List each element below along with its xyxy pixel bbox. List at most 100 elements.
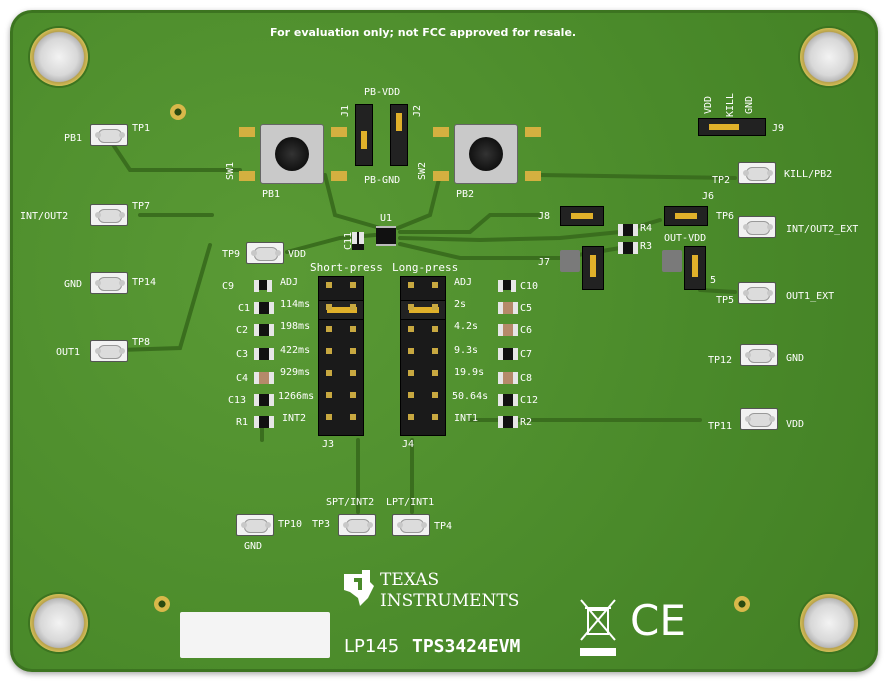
test-point-tp14[interactable] [90, 272, 128, 294]
tp1-label: TP1 [132, 123, 151, 134]
lp-row4-time: 19.9s [454, 367, 485, 378]
fiducial-bottom-left [154, 596, 170, 612]
sp-row5-cap: C13 [228, 395, 247, 406]
j1-ref: J1 [340, 104, 352, 118]
test-point-tp3[interactable] [338, 514, 376, 536]
tp10-label: TP10 [278, 519, 303, 530]
lp-row2-time: 4.2s [454, 321, 479, 332]
header-pin [350, 414, 356, 420]
lp-row3-time: 9.3s [454, 345, 479, 356]
tp1-net-label: PB1 [64, 133, 83, 144]
j9-pin-vdd: VDD [703, 95, 715, 115]
j8-ref: J8 [538, 211, 551, 222]
tp3-label: TP3 [312, 519, 331, 530]
sp-row2-cap: C2 [236, 325, 249, 336]
jumper-j6[interactable] [664, 206, 708, 226]
capacitor-c1 [254, 302, 274, 314]
header-pin [432, 348, 438, 354]
header-pin [326, 326, 332, 332]
j7-ref: J7 [538, 257, 551, 268]
pb2-label: PB2 [456, 189, 475, 200]
header-pin [326, 414, 332, 420]
capacitor-c4 [254, 372, 274, 384]
header-pin [408, 326, 414, 332]
header-pin [350, 326, 356, 332]
brand-line2: Instruments [380, 591, 520, 611]
test-point-tp9[interactable] [246, 242, 284, 264]
r4-ref: R4 [640, 223, 653, 234]
sp-row0-time: ADJ [280, 277, 299, 288]
test-point-tp5[interactable] [738, 282, 776, 304]
tp7-label: TP7 [132, 201, 151, 212]
header-pin [432, 326, 438, 332]
capacitor-c11 [352, 232, 364, 250]
tp4-label: TP4 [434, 521, 453, 532]
resistor-r3 [618, 242, 638, 254]
test-point-tp7[interactable] [90, 204, 128, 226]
lp-row0-time: ADJ [454, 277, 473, 288]
test-point-tp11[interactable] [740, 408, 778, 430]
test-point-tp6[interactable] [738, 216, 776, 238]
sp-row3-cap: C3 [236, 349, 249, 360]
header-pin [326, 282, 332, 288]
header-pin [408, 348, 414, 354]
evm-name: TPS3424EVM [412, 636, 521, 657]
lp-row0-cap: C10 [520, 281, 539, 292]
header-pin [326, 370, 332, 376]
j9-pin-kill: KILL [725, 92, 737, 118]
fiducial-top-left [170, 104, 186, 120]
jumper-j9[interactable] [698, 118, 766, 136]
header-pin [408, 370, 414, 376]
pushbutton-sw2[interactable] [433, 124, 541, 184]
resistor-r1 [254, 416, 274, 428]
mounting-hole-bottom-left [30, 594, 88, 652]
sw1-ref: SW1 [225, 161, 237, 181]
capacitor-c9 [254, 280, 272, 292]
sp-row2-time: 198ms [280, 321, 311, 332]
weee-bin-icon [580, 599, 616, 656]
sp-row3-time: 422ms [280, 345, 311, 356]
tp6-net-label: INT/OUT2_EXT [786, 224, 859, 235]
resistor-r2 [498, 416, 518, 428]
capacitor-c10 [498, 280, 516, 292]
capacitor-c2 [254, 324, 274, 336]
header-pin [408, 304, 414, 310]
test-point-tp8[interactable] [90, 340, 128, 362]
lp-row6-cap: R2 [520, 417, 533, 428]
jumper-j8[interactable] [560, 206, 604, 226]
jumper-j1[interactable] [355, 104, 373, 166]
jumper-j5[interactable] [684, 246, 706, 290]
shunt-j4-active[interactable] [400, 300, 446, 320]
jumper-j2[interactable] [390, 104, 408, 166]
ic-u1 [376, 226, 396, 246]
tp6-label: TP6 [716, 211, 735, 222]
test-point-tp2[interactable] [738, 162, 776, 184]
sp-row4-time: 929ms [280, 367, 311, 378]
test-point-tp1[interactable] [90, 124, 128, 146]
test-point-tp10[interactable] [236, 514, 274, 536]
test-point-tp12[interactable] [740, 344, 778, 366]
shunt-j3-active[interactable] [318, 300, 364, 320]
button-cap-pb2 [469, 137, 503, 171]
tp12-label: TP12 [708, 355, 733, 366]
j9-ref: J9 [772, 123, 785, 134]
test-point-tp4[interactable] [392, 514, 430, 536]
brand-line1: Texas [380, 570, 440, 590]
header-pin [350, 348, 356, 354]
jumper-j7[interactable] [582, 246, 604, 290]
pushbutton-sw1[interactable] [239, 124, 347, 184]
blank-label-area [180, 612, 330, 658]
tp2-label: TP2 [712, 175, 731, 186]
long-press-title: Long-press [392, 261, 459, 274]
pb-gnd-label: PB-GND [364, 175, 401, 186]
ce-mark: CE [630, 596, 686, 645]
fiducial-bottom-right [734, 596, 750, 612]
sp-row4-cap: C4 [236, 373, 249, 384]
part-label: LP145 [344, 636, 400, 657]
tp2-net-label: KILL/PB2 [784, 169, 833, 180]
header-pin [350, 370, 356, 376]
tp3-net-label: SPT/INT2 [326, 497, 375, 508]
pb1-label: PB1 [262, 189, 281, 200]
sp-row5-time: 1266ms [278, 391, 315, 402]
